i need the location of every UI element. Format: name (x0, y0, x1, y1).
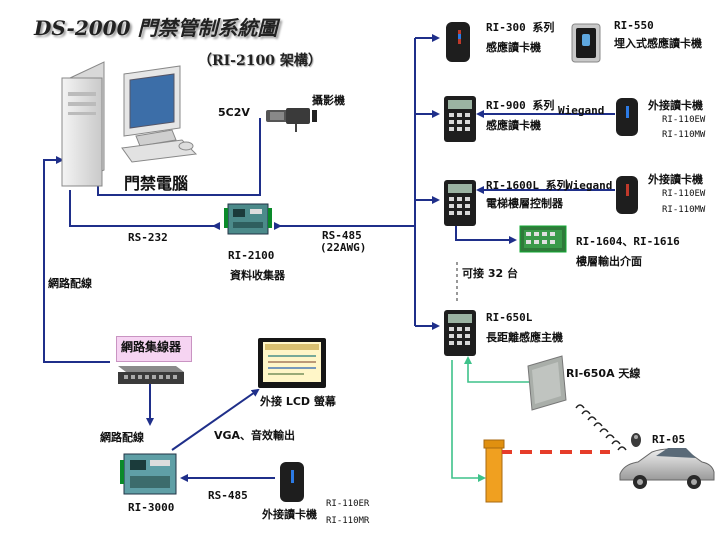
ri650-name-label: 長距離感應主機 (486, 331, 563, 344)
antenna-line (464, 356, 550, 383)
ext-reader-bottom-label: 外接讀卡機 (262, 508, 317, 521)
ri550-reader-icon (571, 23, 601, 63)
vga-line (171, 388, 260, 451)
rs232-label: RS-232 (128, 231, 168, 244)
rs232-line (69, 190, 220, 230)
rs485-gauge-label: (22AWG) (320, 241, 367, 254)
ri900-model-label: RI-900 系列 (486, 99, 555, 112)
ri900-keypad-icon (444, 96, 476, 142)
ri650-keypad-icon (444, 310, 476, 356)
rf-signal-icon (575, 404, 627, 451)
ri300-reader-icon (446, 22, 470, 62)
wiegand2-label: Wiegand (566, 179, 613, 192)
barrier-line (451, 360, 486, 482)
ri2100-name-label: 資料收集器 (230, 269, 285, 282)
diagram-subtitle: （RI-2100 架構） (198, 53, 322, 69)
ri300-name-label: 感應讀卡機 (486, 41, 541, 54)
lcd-label: 外接 LCD 螢幕 (260, 395, 336, 408)
ext-reader2-label: 外接讀卡機 (648, 173, 703, 186)
ext-reader-bottom-model1: RI-110ER (326, 499, 370, 509)
antenna-label: RI-650A 天線 (566, 367, 641, 380)
ext-reader-bottom-icon (280, 462, 304, 502)
barrier-gate-icon (483, 439, 610, 503)
hub-label: 網路集線器 (121, 340, 182, 354)
max32-label: 可接 32 台 (462, 267, 518, 280)
network-wiring-line (43, 156, 110, 363)
rs485-label: RS-485 (322, 229, 362, 242)
ext-reader1-model1: RI-110EW (662, 115, 706, 125)
floor-interface-board-icon (519, 225, 567, 253)
wiegand1-label: Wiegand (558, 104, 605, 117)
floor-interface-model-label: RI-1604、RI-1616 (576, 235, 680, 248)
ri300-model-label: RI-300 系列 (486, 21, 555, 34)
ri900-name-label: 感應讀卡機 (486, 119, 541, 132)
ext-reader1-model2: RI-110MW (662, 130, 706, 140)
ri2100-model-label: RI-2100 (228, 249, 275, 262)
vga-label: VGA、音效輸出 (214, 429, 296, 442)
ri2100-board-icon (224, 203, 272, 235)
camera-label: 攝影機 (312, 94, 345, 107)
lcd-monitor-icon (258, 338, 326, 388)
ri1600-name-label: 電梯樓層控制器 (486, 197, 563, 210)
ri550-name-label: 埋入式感應讀卡機 (614, 37, 702, 50)
network-lines (43, 34, 615, 482)
rs485-bottom-label: RS-485 (208, 489, 248, 502)
camera-icon (266, 108, 317, 132)
key-tag-icon (631, 433, 641, 447)
ext-reader1-label: 外接讀卡機 (648, 99, 703, 112)
ext-reader2-model2: RI-110MW (662, 205, 706, 215)
computer-label: 門禁電腦 (124, 174, 189, 193)
network-wiring-left-label: 網路配線 (48, 277, 92, 290)
computer-icon (61, 61, 198, 187)
tag-label: RI-05 (652, 433, 686, 446)
diagram-title: DS-2000 門禁管制系統圖 (34, 16, 278, 40)
ext-reader2-icon (616, 176, 638, 214)
floor-interface-name-label: 樓層輸出介面 (576, 255, 642, 268)
ext-reader2-model1: RI-110EW (662, 189, 706, 199)
ri1600-model-label: RI-1600L 系列 (486, 179, 568, 192)
ri550-model-label: RI-550 (614, 19, 654, 32)
car-icon (619, 448, 715, 489)
hub-label-box (116, 336, 192, 362)
ext-reader-bottom-model2: RI-110MR (326, 516, 370, 526)
ri1600-keypad-icon (444, 180, 476, 226)
floor-interface-line (455, 225, 517, 244)
ri3000-board-icon (120, 453, 177, 495)
ri650-model-label: RI-650L (486, 311, 533, 324)
ext-reader1-icon (616, 98, 638, 136)
camera-cable-label: 5C2V (218, 106, 250, 119)
network-hub-icon (118, 366, 184, 384)
ri3000-label: RI-3000 (128, 501, 175, 514)
antenna-icon (527, 355, 567, 411)
network-wiring-bottom-label: 網路配線 (100, 431, 144, 444)
